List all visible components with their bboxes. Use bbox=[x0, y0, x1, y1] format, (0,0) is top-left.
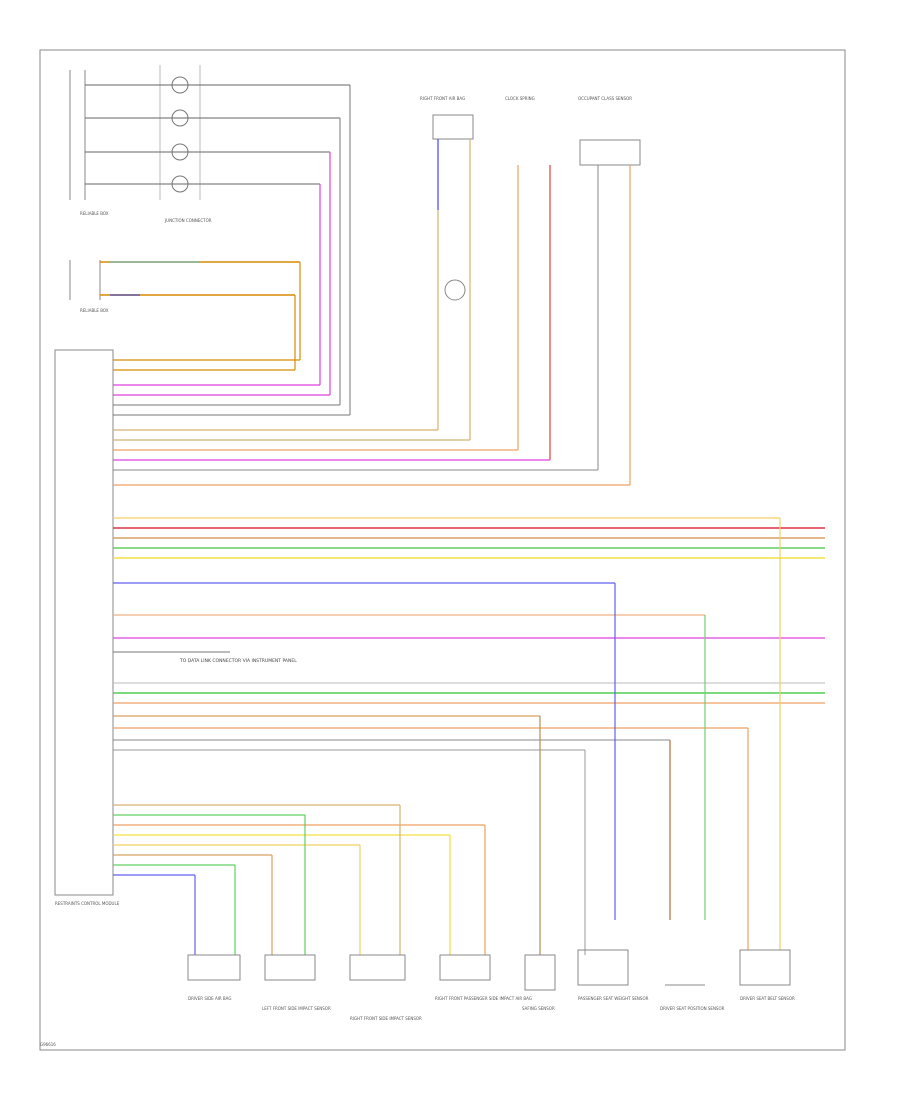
bottom-component-7-label: DRIVER SEAT POSITION SENSOR bbox=[660, 1006, 725, 1011]
bottom-component-1-label: DRIVER SIDE AIR BAG bbox=[188, 996, 231, 1001]
top-component-2-label: CLOCK SPRING bbox=[505, 96, 535, 101]
bottom-component-8-label: DRIVER SEAT BELT SENSOR bbox=[740, 996, 795, 1001]
footer-code: G96616 bbox=[40, 1042, 56, 1047]
bottom-component-6-label: PASSENGER SEAT WEIGHT SENSOR bbox=[578, 996, 649, 1001]
bottom-component-4-label: RIGHT FRONT PASSENGER SIDE IMPACT AIR BA… bbox=[435, 996, 532, 1001]
fuse-box-2-label: RELIABLE BOX bbox=[80, 308, 109, 313]
top-components: RIGHT FRONT AIR BAG CLOCK SPRING OCCUPAN… bbox=[420, 96, 641, 485]
bottom-component-2-label: LEFT FRONT SIDE IMPACT SENSOR bbox=[262, 1006, 331, 1011]
top-component-3-label: OCCUPANT CLASS SENSOR bbox=[578, 96, 632, 101]
annotation-text: TO DATA LINK CONNECTOR VIA INSTRUMENT PA… bbox=[179, 658, 297, 664]
bottom-component-3-label: RIGHT FRONT SIDE IMPACT SENSOR bbox=[350, 1016, 422, 1021]
vertical-drops bbox=[194, 518, 781, 955]
top-component-1-label: RIGHT FRONT AIR BAG bbox=[420, 96, 465, 101]
control-module-label: RESTRAINTS CONTROL MODULE bbox=[55, 901, 120, 906]
harness-lines: TO DATA LINK CONNECTOR VIA INSTRUMENT PA… bbox=[113, 359, 825, 876]
page-border bbox=[39, 49, 846, 1051]
junction-label: JUNCTION CONNECTOR bbox=[164, 218, 212, 223]
bottom-components: DRIVER SIDE AIR BAG LEFT FRONT SIDE IMPA… bbox=[187, 949, 795, 1021]
connector-block-top-left: RELIABLE BOX JUNCTION CONNECTOR bbox=[69, 65, 350, 223]
fuse-box-1-label: RELIABLE BOX bbox=[80, 211, 109, 216]
bottom-component-5-label: SAFING SENSOR bbox=[522, 1006, 555, 1011]
connector-block-mid-left: RELIABLE BOX bbox=[69, 260, 300, 313]
restraints-control-module bbox=[54, 349, 114, 896]
